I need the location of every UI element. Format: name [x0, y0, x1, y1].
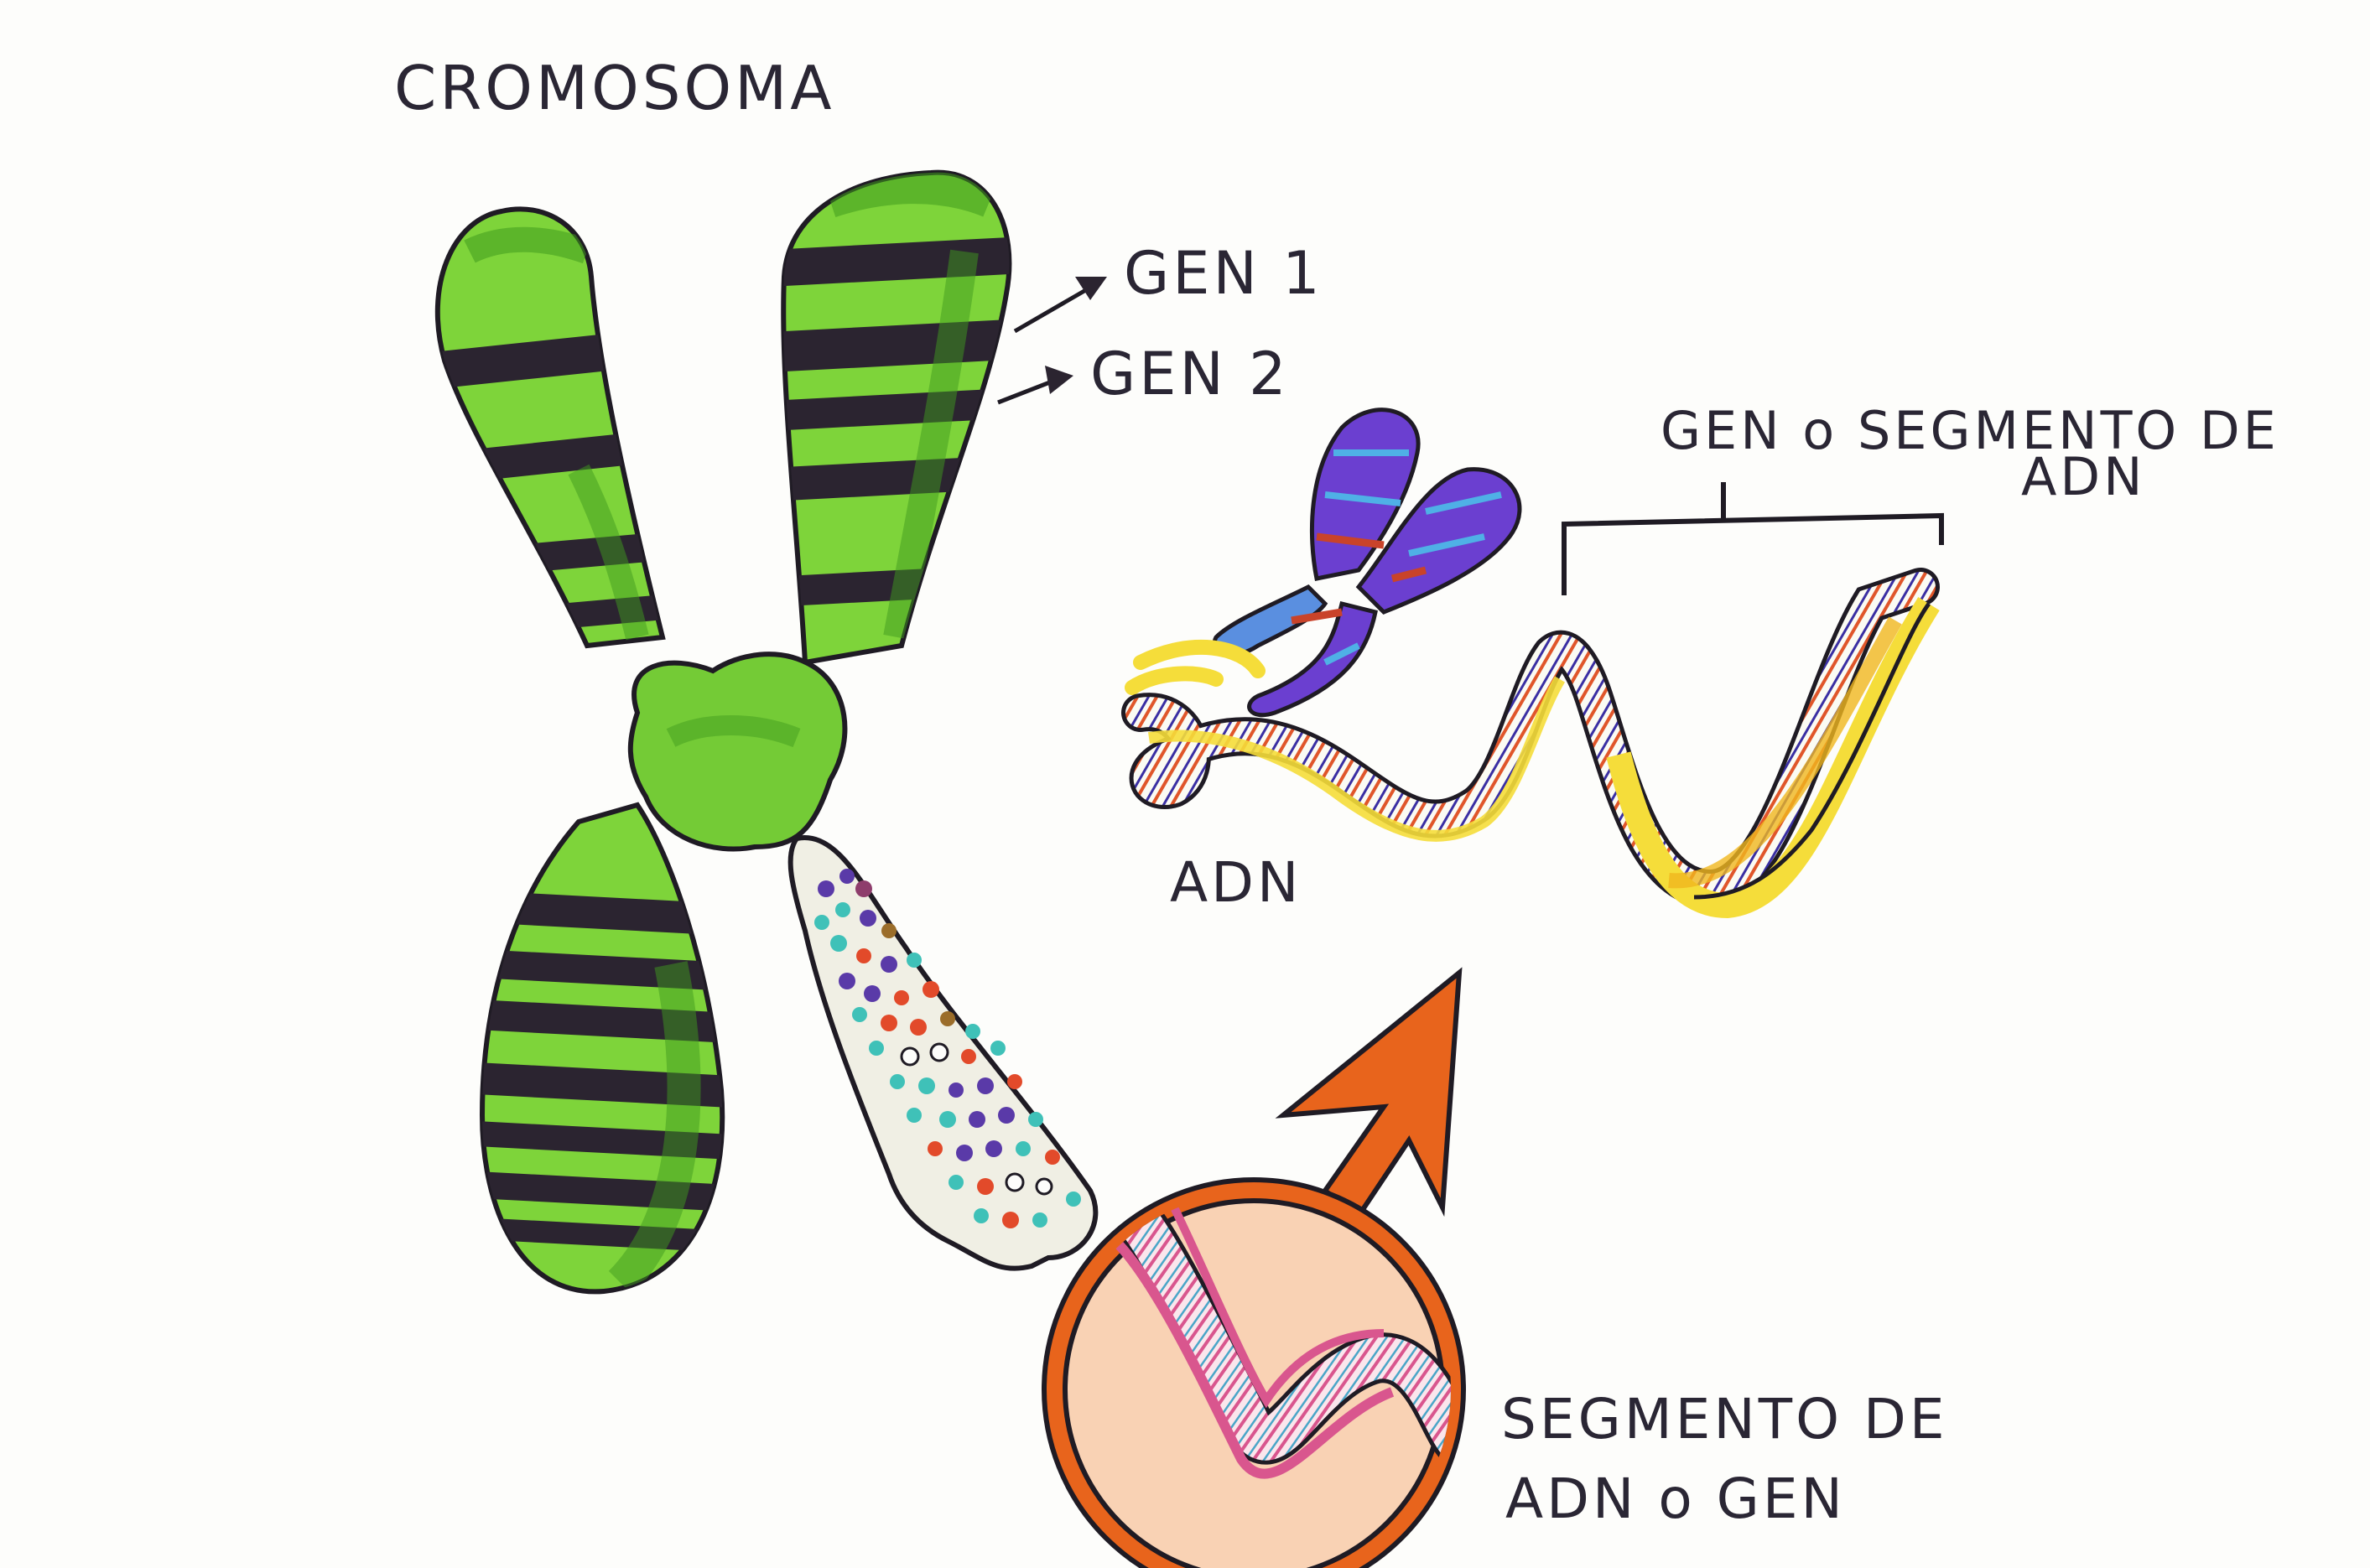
chromosome-arm-upper-left: [418, 209, 704, 646]
gene-1-label: GEN 1: [1124, 239, 1323, 308]
gene-segment-label-line2: ADN: [2021, 446, 2146, 507]
gene-2-pointer: [998, 366, 1073, 402]
chromosome-arm-lower-right: [791, 838, 1096, 1269]
segment-label-line2: ADN o GEN: [1505, 1467, 1846, 1531]
chromosome-arm-lower-left: [469, 805, 739, 1291]
diagram-title: CROMOSOMA: [394, 53, 835, 123]
gene-1-pointer: [1015, 277, 1107, 331]
centromere: [631, 654, 845, 849]
magnifier: [1044, 973, 1463, 1568]
magnifier-arrow: [1283, 973, 1459, 1216]
chromosome: [418, 173, 1095, 1292]
gene-segment-label-line1: GEN o SEGMENTO DE: [1661, 400, 2279, 461]
gene-2-label: GEN 2: [1090, 340, 1290, 408]
segment-label-line1: SEGMENTO DE: [1501, 1387, 1948, 1451]
gene-segment-bracket: [1564, 482, 1941, 595]
dna-label: ADN: [1170, 850, 1302, 915]
chromosome-arm-upper-right: [754, 173, 1041, 662]
